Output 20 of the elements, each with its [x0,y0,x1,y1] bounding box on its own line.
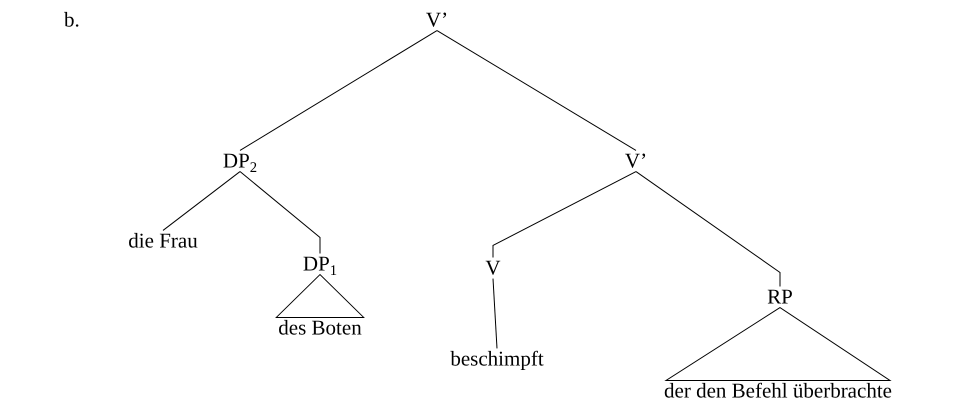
tree-node-label: V’ [426,8,448,32]
triangle-connector [275,274,365,318]
tree-node-label: des Boten [278,316,362,340]
tree-node-label: der den Befehl überbrachte [664,379,892,403]
tree-branch [436,30,636,151]
example-label: b. [64,8,80,32]
tree-branch [240,30,438,151]
tree-branch [636,171,780,287]
tree-node-label: V [485,256,501,280]
tree-branch [240,171,320,254]
tree-node-label: V’ [624,149,648,173]
tree-node-label: beschimpft [450,347,544,371]
tree-node-label: DP$_{2}$ [222,149,258,173]
triangle-connector [664,306,892,381]
tree-branch [162,171,240,231]
tree-branch [492,171,636,258]
tree-node-label: die Frau [128,229,198,253]
tree-node-label: RP [767,285,793,309]
tree-branch [492,278,498,349]
tree-node-label: DP$_{1}$ [302,252,338,276]
